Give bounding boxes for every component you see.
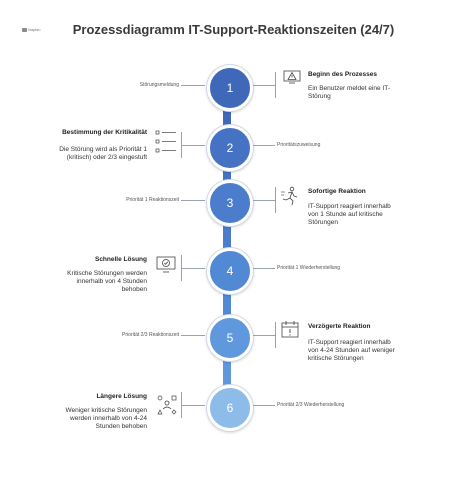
desc-line: von 1 Stunde auf kritische — [308, 211, 383, 218]
step-1-bracket — [275, 72, 276, 98]
step-1-label: Störungsmeldung — [139, 82, 179, 88]
step-number: 4 — [226, 264, 234, 278]
step-number: 2 — [226, 141, 234, 155]
desc-line: (kritisch) oder 2/3 eingestuft — [66, 154, 147, 161]
desc-line: Die Störung wird als Priorität 1 — [59, 146, 147, 153]
step-4-heading: Schnelle Lösung — [94, 256, 147, 263]
step-2-connector-left — [181, 145, 205, 146]
step-5-connector — [181, 335, 205, 336]
warning-monitor-icon — [283, 69, 301, 85]
desc-line: IT-Support reagiert innerhalb — [308, 203, 391, 210]
step-2-bracket — [181, 132, 182, 158]
step-3-bracket — [275, 187, 276, 213]
step-6-bracket — [181, 392, 182, 418]
page-title: Prozessdiagramm IT-Support-Reaktionszeit… — [72, 22, 395, 37]
step-3-connector-right — [253, 200, 275, 201]
desc-line: kritische Störungen — [308, 355, 364, 362]
step-5-description: IT-Support reagiert innerhalb von 4-24 S… — [308, 339, 395, 363]
step-number: 3 — [226, 196, 234, 210]
step-4-connector — [253, 268, 275, 269]
timeline-spine-3 — [223, 205, 231, 270]
step-2-heading: Bestimmung der Kritikalität — [62, 129, 147, 136]
timeline-spine-1 — [223, 85, 231, 145]
step-5-heading: Verzögerte Reaktion — [308, 323, 371, 330]
step-3-heading: Sofortige Reaktion — [308, 188, 366, 195]
step-number: 5 — [226, 331, 234, 345]
step-3-label: Priorität 1 Reaktionszeit — [126, 197, 179, 203]
step-6-node: 6 — [207, 385, 253, 431]
runner-icon — [280, 186, 300, 206]
step-2-connector — [253, 145, 275, 146]
step-5-label: Priorität 2/3 Reaktionszeit — [122, 332, 179, 338]
timeline-spine-4 — [223, 270, 231, 335]
check-monitor-icon — [156, 256, 176, 274]
step-3-description: IT-Support reagiert innerhalb von 1 Stun… — [308, 203, 391, 227]
step-3-node: 3 — [207, 180, 253, 226]
step-1-node: 1 — [207, 65, 253, 111]
step-6-heading: Längere Lösung — [96, 393, 147, 400]
step-2-label: Prioritätszuweisung — [277, 142, 321, 148]
desc-line: innerhalb von 4 Stunden — [76, 278, 147, 285]
desc-line: Kritische Störungen werden — [67, 270, 147, 277]
checklist-icon — [155, 130, 177, 154]
desc-line: Ein Benutzer meldet eine IT- — [308, 85, 391, 92]
desc-line: Störung — [308, 93, 331, 100]
step-2-description: Die Störung wird als Priorität 1 (kritis… — [59, 146, 147, 162]
step-4-description: Kritische Störungen werden innerhalb von… — [67, 270, 147, 294]
step-6-connector — [253, 405, 275, 406]
step-5-connector-right — [253, 335, 275, 336]
step-4-connector-left — [181, 268, 205, 269]
step-4-label: Priorität 1 Wiederherstellung — [277, 265, 341, 271]
step-3-connector — [181, 200, 205, 201]
step-1-connector-right — [253, 85, 275, 86]
step-1-heading: Beginn des Prozesses — [308, 71, 377, 78]
step-1-description: Ein Benutzer meldet eine IT- Störung — [308, 85, 390, 101]
timeline-spine-5 — [223, 335, 231, 405]
timeline-spine-2 — [223, 145, 231, 205]
desc-line: Weniger kritische Störungen — [65, 407, 147, 414]
step-5-bracket — [275, 322, 276, 348]
logo: Napkin — [22, 27, 40, 32]
desc-line: IT-Support reagiert innerhalb — [308, 339, 391, 346]
step-6-description: Weniger kritische Störungen werden inner… — [65, 407, 147, 431]
desc-line: behoben — [121, 286, 147, 293]
step-6-label: Priorität 2/3 Wiederherstellung — [277, 402, 345, 408]
step-2-node: 2 — [207, 125, 253, 171]
step-5-node: 5 — [207, 315, 253, 361]
step-number: 6 — [226, 401, 234, 415]
desc-line: von 4-24 Stunden auf weniger — [308, 347, 395, 354]
shapes-person-icon — [156, 394, 178, 416]
step-6-connector-left — [181, 405, 205, 406]
desc-line: Störungen — [308, 219, 338, 226]
step-number: 1 — [226, 81, 234, 95]
calendar-alert-icon — [281, 320, 299, 338]
step-1-connector — [181, 85, 205, 86]
desc-line: Stunden behoben — [95, 423, 147, 430]
step-4-bracket — [181, 255, 182, 281]
desc-line: werden innerhalb von 4-24 — [70, 415, 147, 422]
step-4-node: 4 — [207, 248, 253, 294]
